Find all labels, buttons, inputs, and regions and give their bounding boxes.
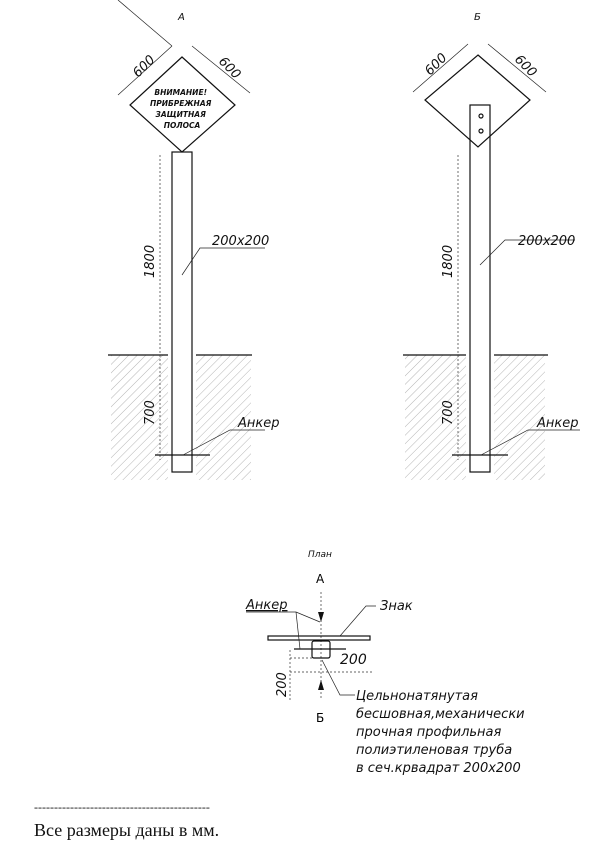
bolt-hole	[478, 128, 484, 134]
dim-700: 700	[143, 400, 158, 425]
post	[171, 151, 193, 473]
pipe-section	[311, 640, 331, 659]
arrow-a-label: А	[316, 572, 325, 586]
dim-600-left: 600	[422, 51, 450, 79]
separator-line: ----------------------------------------…	[34, 800, 210, 814]
anchor-label: Анкер	[237, 416, 280, 431]
sign-label: Знак	[380, 599, 413, 614]
dim-1800: 1800	[143, 245, 158, 278]
post-size-label: 200х200	[212, 234, 269, 249]
dim-600-right: 600	[511, 52, 539, 80]
pipe-description: Цельнонатянутая бесшовная,механически пр…	[356, 689, 529, 776]
bolt-hole	[478, 113, 484, 119]
dim-1800: 1800	[441, 245, 456, 278]
view-a-label: А	[177, 12, 185, 23]
sign-plate	[267, 635, 371, 641]
dim-200-v: 200	[275, 672, 290, 697]
anchor-label: Анкер	[245, 598, 288, 613]
units-note: Все размеры даны в мм.	[34, 820, 220, 840]
dim-line-right	[191, 45, 251, 94]
dim-line-left	[117, 45, 173, 96]
arrow-b-label: Б	[316, 711, 324, 725]
sign-text: ВНИМАНИЕ! ПРИБРЕЖНАЯ ЗАЩИТНАЯ ПОЛОСА	[150, 88, 214, 130]
view-a: А ВНИМАНИЕ! ПРИБРЕЖНАЯ ЗАЩИТНАЯ ПОЛОСА 6…	[108, 0, 280, 480]
dim-700: 700	[441, 400, 456, 425]
dim-200-h: 200	[340, 652, 367, 668]
anchor-label: Анкер	[536, 416, 579, 431]
view-b-label: Б	[474, 12, 481, 23]
plan-title: План	[308, 550, 332, 560]
dim-600-right: 600	[215, 54, 243, 82]
post	[469, 104, 491, 473]
post-size-label: 200х200	[518, 234, 575, 249]
plan-view: План А Б Анкер Знак 200 200 Цельнонатяну…	[245, 550, 529, 776]
sign-diamond-back	[424, 54, 531, 148]
view-b: Б 600 600 1800 700 Анкер 200х200	[403, 12, 580, 480]
dim-600-left: 600	[130, 53, 158, 81]
